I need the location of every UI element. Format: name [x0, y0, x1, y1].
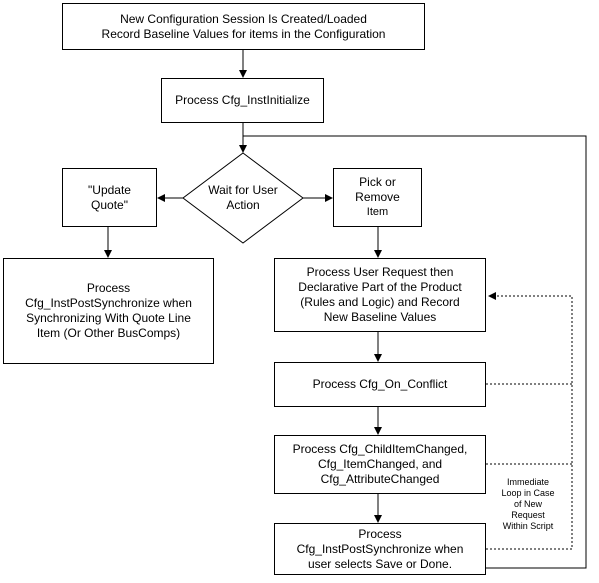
on-conflict-box: Process Cfg_On_Conflict: [274, 362, 486, 407]
loop-note-line-4: Request: [511, 510, 545, 520]
update-quote-box: "Update Quote": [62, 168, 157, 227]
inst-initialize-line-1: Process Cfg_InstInitialize: [175, 93, 310, 107]
process-request-box: Process User Request then Declarative Pa…: [274, 258, 486, 332]
post-sync-save-line-1: Process: [358, 526, 402, 541]
loop-note-line-5: Within Script: [502, 521, 554, 531]
loop-note-line-3: of New: [513, 499, 542, 509]
post-sync-quote-line-4: Item (Or Other BusComps): [36, 326, 181, 340]
process-request-line-3: (Rules and Logic) and Record: [300, 295, 460, 309]
dotted-loop-from-post-sync-save: [486, 292, 573, 550]
session-line-2: Record Baseline Values for items in the …: [101, 26, 386, 41]
loop-note-line-1: Immediate: [506, 477, 550, 487]
process-request-line-4: New Baseline Values: [323, 310, 437, 324]
session-line-1: New Configuration Session Is Created/Loa…: [120, 11, 367, 26]
post-sync-quote-box: Process Cfg_InstPostSynchronize when Syn…: [3, 258, 214, 364]
post-sync-quote-line-3: Synchronizing With Quote Line: [26, 311, 191, 325]
decision-label: Wait for User Action: [193, 183, 293, 213]
child-item-changed-line-2: Cfg_ItemChanged, and: [317, 457, 443, 471]
post-sync-quote-line-2: Cfg_InstPostSynchronize when: [25, 296, 192, 310]
child-item-changed-box: Process Cfg_ChildItemChanged, Cfg_ItemCh…: [274, 435, 486, 494]
update-quote-line-2: Quote": [91, 197, 128, 212]
decision-line-1: Wait for User: [208, 183, 278, 197]
loop-return-line: [243, 135, 587, 569]
post-sync-save-box: Process Cfg_InstPostSynchronize when use…: [274, 523, 486, 575]
pick-remove-line-3: Item: [366, 206, 389, 218]
pick-remove-line-2: Remove: [355, 190, 400, 204]
decision-line-2: Action: [226, 198, 260, 212]
pick-remove-box: Pick or Remove Item: [333, 168, 422, 227]
session-created-box: New Configuration Session Is Created/Loa…: [62, 3, 425, 50]
child-item-changed-line-1: Process Cfg_ChildItemChanged,: [292, 442, 468, 456]
decision-diamond: [182, 152, 304, 244]
post-sync-save-line-3: user selects Save or Done.: [307, 556, 453, 571]
process-request-line-1: Process User Request then: [306, 265, 454, 279]
process-request-line-2: Declarative Part of the Product: [298, 280, 462, 294]
loop-note-line-2: Loop in Case: [501, 488, 555, 498]
loop-note: Immediate Loop in Case of New Request Wi…: [494, 477, 562, 532]
on-conflict-line-1: Process Cfg_On_Conflict: [312, 377, 448, 391]
inst-initialize-box: Process Cfg_InstInitialize: [161, 78, 324, 123]
update-quote-line-1: "Update: [88, 182, 131, 197]
post-sync-save-line-2: Cfg_InstPostSynchronize when: [296, 541, 464, 556]
post-sync-quote-line-1: Process: [86, 281, 131, 295]
child-item-changed-line-3: Cfg_AttributeChanged: [320, 472, 440, 486]
pick-remove-line-1: Pick or: [359, 175, 396, 189]
